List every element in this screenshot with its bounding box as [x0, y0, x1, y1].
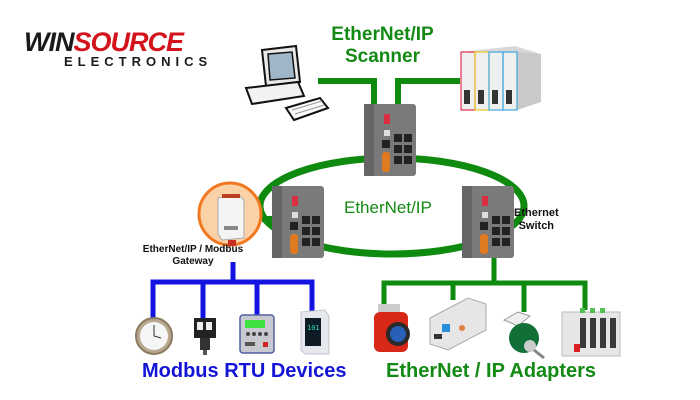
- computer-icon: [244, 44, 330, 122]
- encoder-icon: [502, 311, 545, 360]
- plc-icon: [460, 46, 541, 111]
- scanner-label-line1: EtherNet/IP: [331, 24, 434, 45]
- drive-icon: [561, 308, 621, 357]
- adapters-group-label: EtherNet / IP Adapters: [386, 360, 597, 382]
- switch-label: Ethernet Switch: [514, 207, 559, 233]
- gateway-label: EtherNet/IP / Modbus Gateway: [132, 244, 254, 268]
- switch-label-line2: Switch: [518, 220, 555, 232]
- switch-right: [462, 186, 514, 258]
- modbus-group-label: Modbus RTU Devices: [142, 360, 347, 382]
- ring-label: EtherNet/IP: [344, 198, 432, 217]
- scanner-label-line2: Scanner: [345, 46, 420, 67]
- logo-brand-part1: WIN: [24, 27, 74, 57]
- red-motor-icon: [374, 304, 410, 352]
- switch-left: [272, 186, 324, 258]
- switch-top: [364, 104, 416, 176]
- modbus-bus: [150, 279, 315, 318]
- meter-icon: 101: [300, 309, 330, 355]
- scanner-label: EtherNet/IP Scanner: [330, 24, 435, 68]
- hmi-panel-icon: [239, 314, 275, 354]
- logo-brand-part2: SOURCE: [73, 27, 184, 57]
- gateway-icon: [197, 181, 263, 247]
- winsource-logo: WINSOURCE ELECTRONICS: [24, 27, 212, 69]
- gateway-label-line1: EtherNet/IP / Modbus: [142, 244, 244, 255]
- svg-text:101: 101: [307, 324, 320, 332]
- adapter-bus: [381, 280, 588, 310]
- logo-subtitle: ELECTRONICS: [64, 54, 213, 69]
- switch-label-line1: Ethernet: [514, 207, 559, 219]
- gauge-icon: [135, 317, 173, 355]
- gateway-label-line2: Gateway: [172, 256, 214, 267]
- sensor-icon: [194, 318, 216, 355]
- io-module-icon: [429, 297, 487, 351]
- plc-link: [395, 78, 460, 112]
- pc-link: [318, 78, 377, 112]
